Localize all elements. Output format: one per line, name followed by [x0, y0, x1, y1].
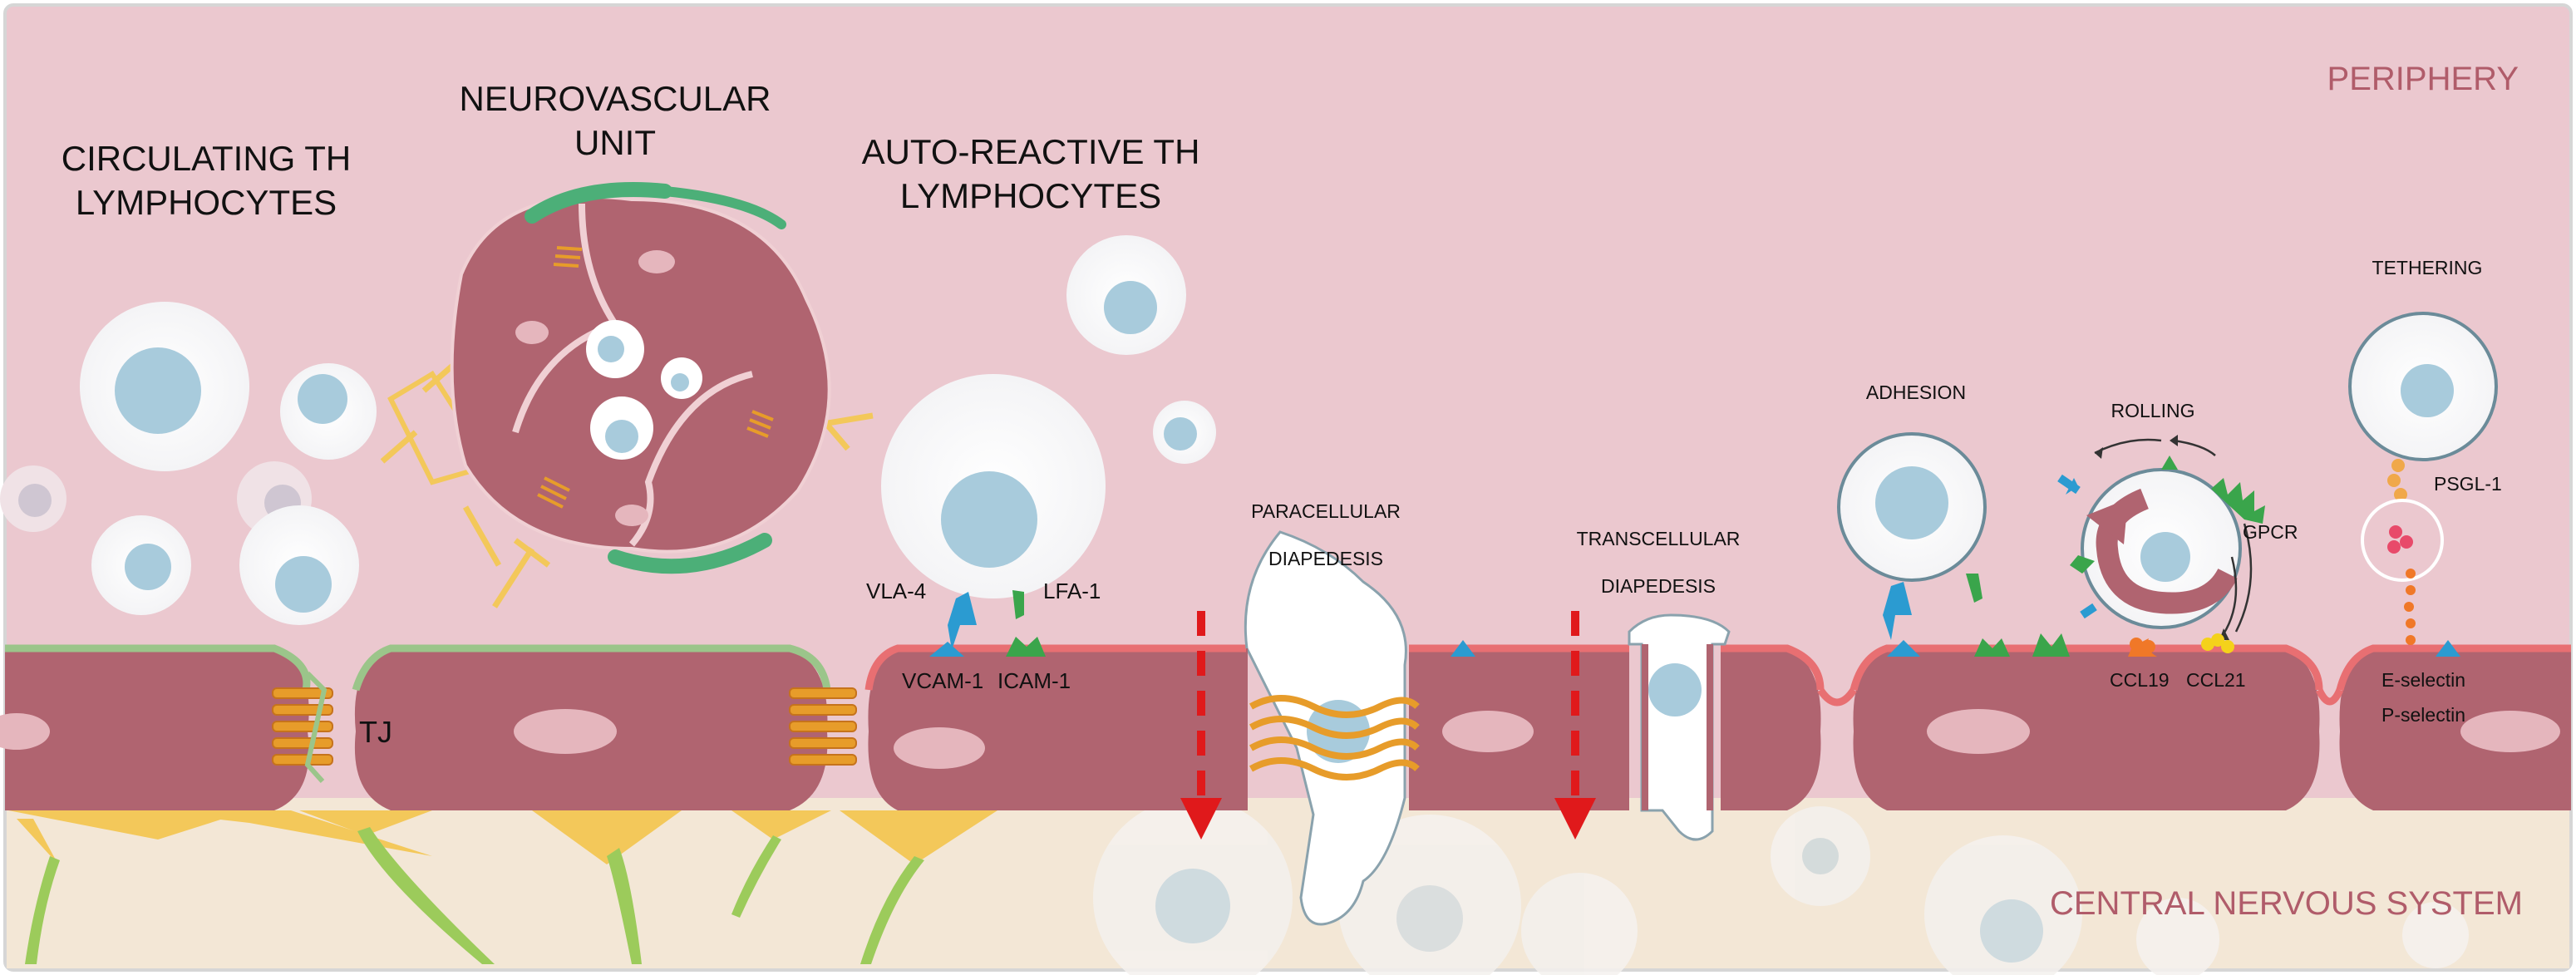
circulating-title-line1: CIRCULATING TH: [62, 139, 351, 178]
adhesion-label: ADHESION: [1866, 382, 1966, 403]
vla4-label: VLA-4: [866, 579, 926, 603]
vla4-receptor: [948, 592, 977, 650]
periphery-label: PERIPHERY: [2327, 61, 2519, 97]
tj-label: TJ: [359, 715, 392, 749]
transcellular-label-line1: TRANSCELLULAR: [1577, 528, 1741, 549]
migration-arrow-right: [1554, 611, 1596, 840]
circulating-lymphocytes: [0, 302, 377, 625]
circulating-title-line2: LYMPHOCYTES: [76, 183, 337, 222]
icam1-label: ICAM-1: [997, 668, 1071, 693]
vcam1-ligand: [929, 642, 964, 657]
psgl1-label: PSGL-1: [2434, 473, 2502, 495]
autoreactive-title-line1: AUTO-REACTIVE TH: [862, 132, 1200, 171]
autoreactive-lymphocytes: [881, 235, 1216, 598]
cns-label: CENTRAL NERVOUS SYSTEM: [2050, 885, 2523, 922]
tight-junction-middle: [789, 687, 857, 766]
gpcr-label: GPCR: [2243, 521, 2298, 543]
lfa1-label: LFA-1: [1043, 579, 1101, 603]
paracellular-diapedesis: [1244, 530, 1420, 926]
ccl21-label: CCL21: [2186, 669, 2246, 691]
transcellular-diapedesis: [1628, 613, 1731, 841]
icam1-ligand: [1006, 637, 1046, 657]
endothelial-ligand: [1451, 640, 1475, 657]
tethering-label: TETHERING: [2372, 257, 2483, 278]
adhesion-cell: [1837, 432, 2070, 657]
neurovascular-unit: [380, 182, 874, 608]
rolling-cell: [2057, 435, 2265, 657]
eselectin-label: E-selectin: [2381, 669, 2465, 691]
lfa1-receptor: [1012, 590, 1024, 619]
paracellular-label-line2: DIAPEDESIS: [1268, 548, 1383, 569]
ccl19-label: CCL19: [2110, 669, 2170, 691]
astrocyte-feet: [8, 810, 997, 964]
autoreactive-title-line2: LYMPHOCYTES: [900, 176, 1161, 215]
migration-arrow-left: [1180, 611, 1222, 840]
transcellular-label-line2: DIAPEDESIS: [1601, 575, 1716, 597]
endothelium-inflamed: [864, 644, 2571, 810]
vcam1-label: VCAM-1: [902, 668, 983, 693]
paracellular-label-line1: PARACELLULAR: [1251, 500, 1401, 522]
pselectin-label: P-selectin: [2381, 704, 2465, 726]
neurovascular-title-line1: NEUROVASCULAR: [460, 79, 771, 118]
rolling-label: ROLLING: [2111, 400, 2195, 421]
endothelium-healthy: [0, 644, 831, 810]
tethering-cell: [2348, 312, 2498, 657]
neurovascular-title-line2: UNIT: [574, 123, 656, 162]
